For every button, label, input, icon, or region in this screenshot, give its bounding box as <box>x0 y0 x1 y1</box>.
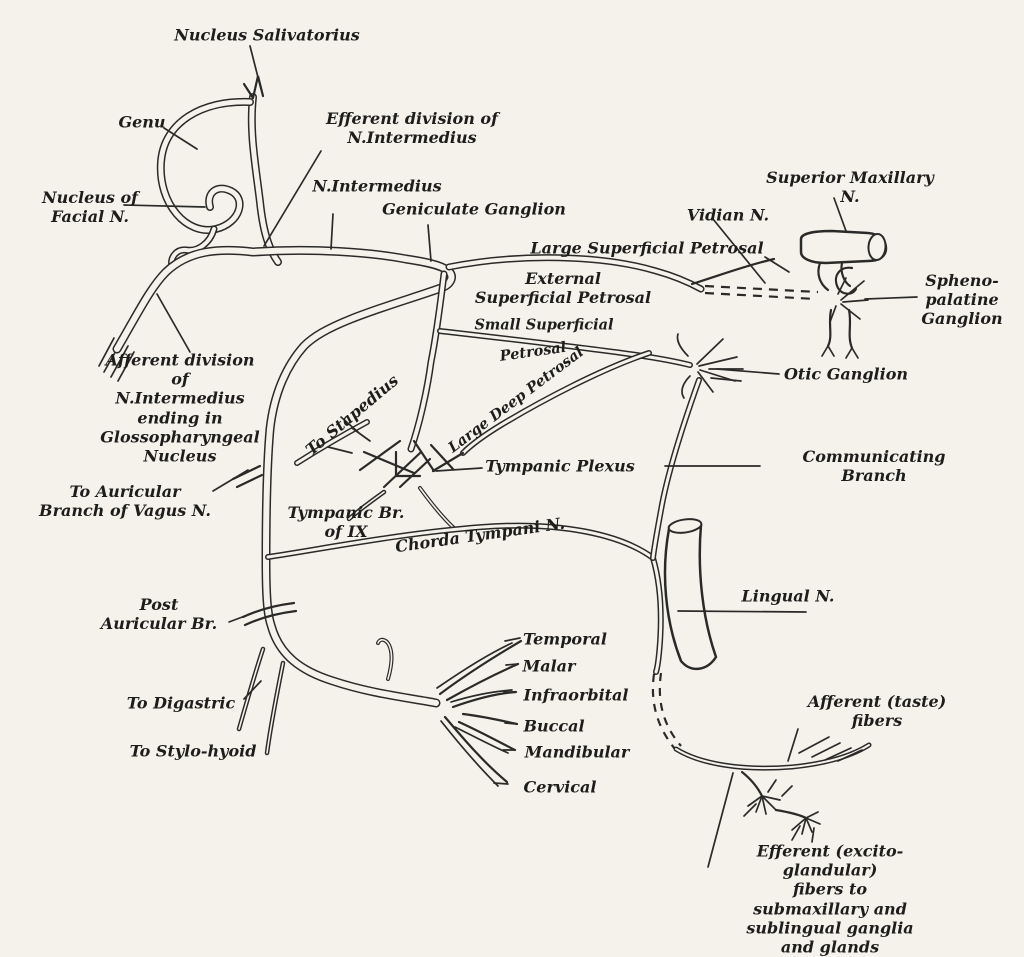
label-small-superficial: Small Superficial <box>474 316 614 334</box>
label-lingual: Lingual N. <box>741 586 835 606</box>
label-communicating-branch: Communicating Branch <box>802 446 946 485</box>
petrosal-branches <box>407 254 819 456</box>
label-post-auricular: Post Auricular Br. <box>100 594 218 633</box>
label-buccal: Buccal <box>523 716 585 736</box>
label-cervical: Cervical <box>523 777 597 797</box>
label-infraorbital: Infraorbital <box>523 685 629 705</box>
label-nucleus-salivatorius: Nucleus Salivatorius <box>174 25 360 45</box>
label-external-superficial-petrosal: External Superficial Petrosal <box>474 268 652 307</box>
otic-communicating <box>650 333 744 561</box>
maxillary-sphenopalatine <box>799 229 888 359</box>
label-genu: Genu <box>118 112 166 132</box>
tympanic-plexus-group <box>294 416 465 532</box>
label-to-digastric: To Digastric <box>126 693 236 713</box>
label-to-stylo-hyoid: To Stylo-hyoid <box>129 741 257 761</box>
label-superior-maxillary: Superior Maxillary N. <box>766 167 934 206</box>
label-malar: Malar <box>522 656 576 676</box>
label-nucleus-of-facial: Nucleus of Facial N. <box>41 187 139 226</box>
chorda-tympani-group <box>265 522 664 675</box>
label-tympanic-br-ix: Tympanic Br. of IX <box>287 502 405 541</box>
label-sphenopalatine: Spheno- palatine Ganglion <box>921 271 1003 329</box>
label-to-auricular: To Auricular Branch of Vagus N. <box>39 481 211 520</box>
lingual-nerve <box>651 518 872 843</box>
label-afferent-division: Afferent division of N.Intermedius endin… <box>100 350 260 466</box>
label-efferent-glandular: Efferent (excito-glandular) fibers to su… <box>746 841 914 957</box>
label-geniculate-ganglion: Geniculate Ganglion <box>382 199 566 219</box>
label-n-intermedius: N.Intermedius <box>312 176 442 196</box>
label-tympanic-plexus: Tympanic Plexus <box>485 456 635 476</box>
label-otic-ganglion: Otic Ganglion <box>783 364 909 384</box>
central-nerve-trunk <box>98 75 456 708</box>
label-efferent-division: Efferent division of N.Intermedius <box>326 108 498 147</box>
label-vidian: Vidian N. <box>686 205 770 225</box>
label-large-superficial-petrosal: Large Superficial Petrosal <box>530 238 764 258</box>
label-temporal: Temporal <box>523 629 607 649</box>
leader-lines <box>123 45 918 868</box>
label-afferent-taste: Afferent (taste) fibers <box>807 691 947 730</box>
label-mandibular: Mandibular <box>524 742 630 762</box>
